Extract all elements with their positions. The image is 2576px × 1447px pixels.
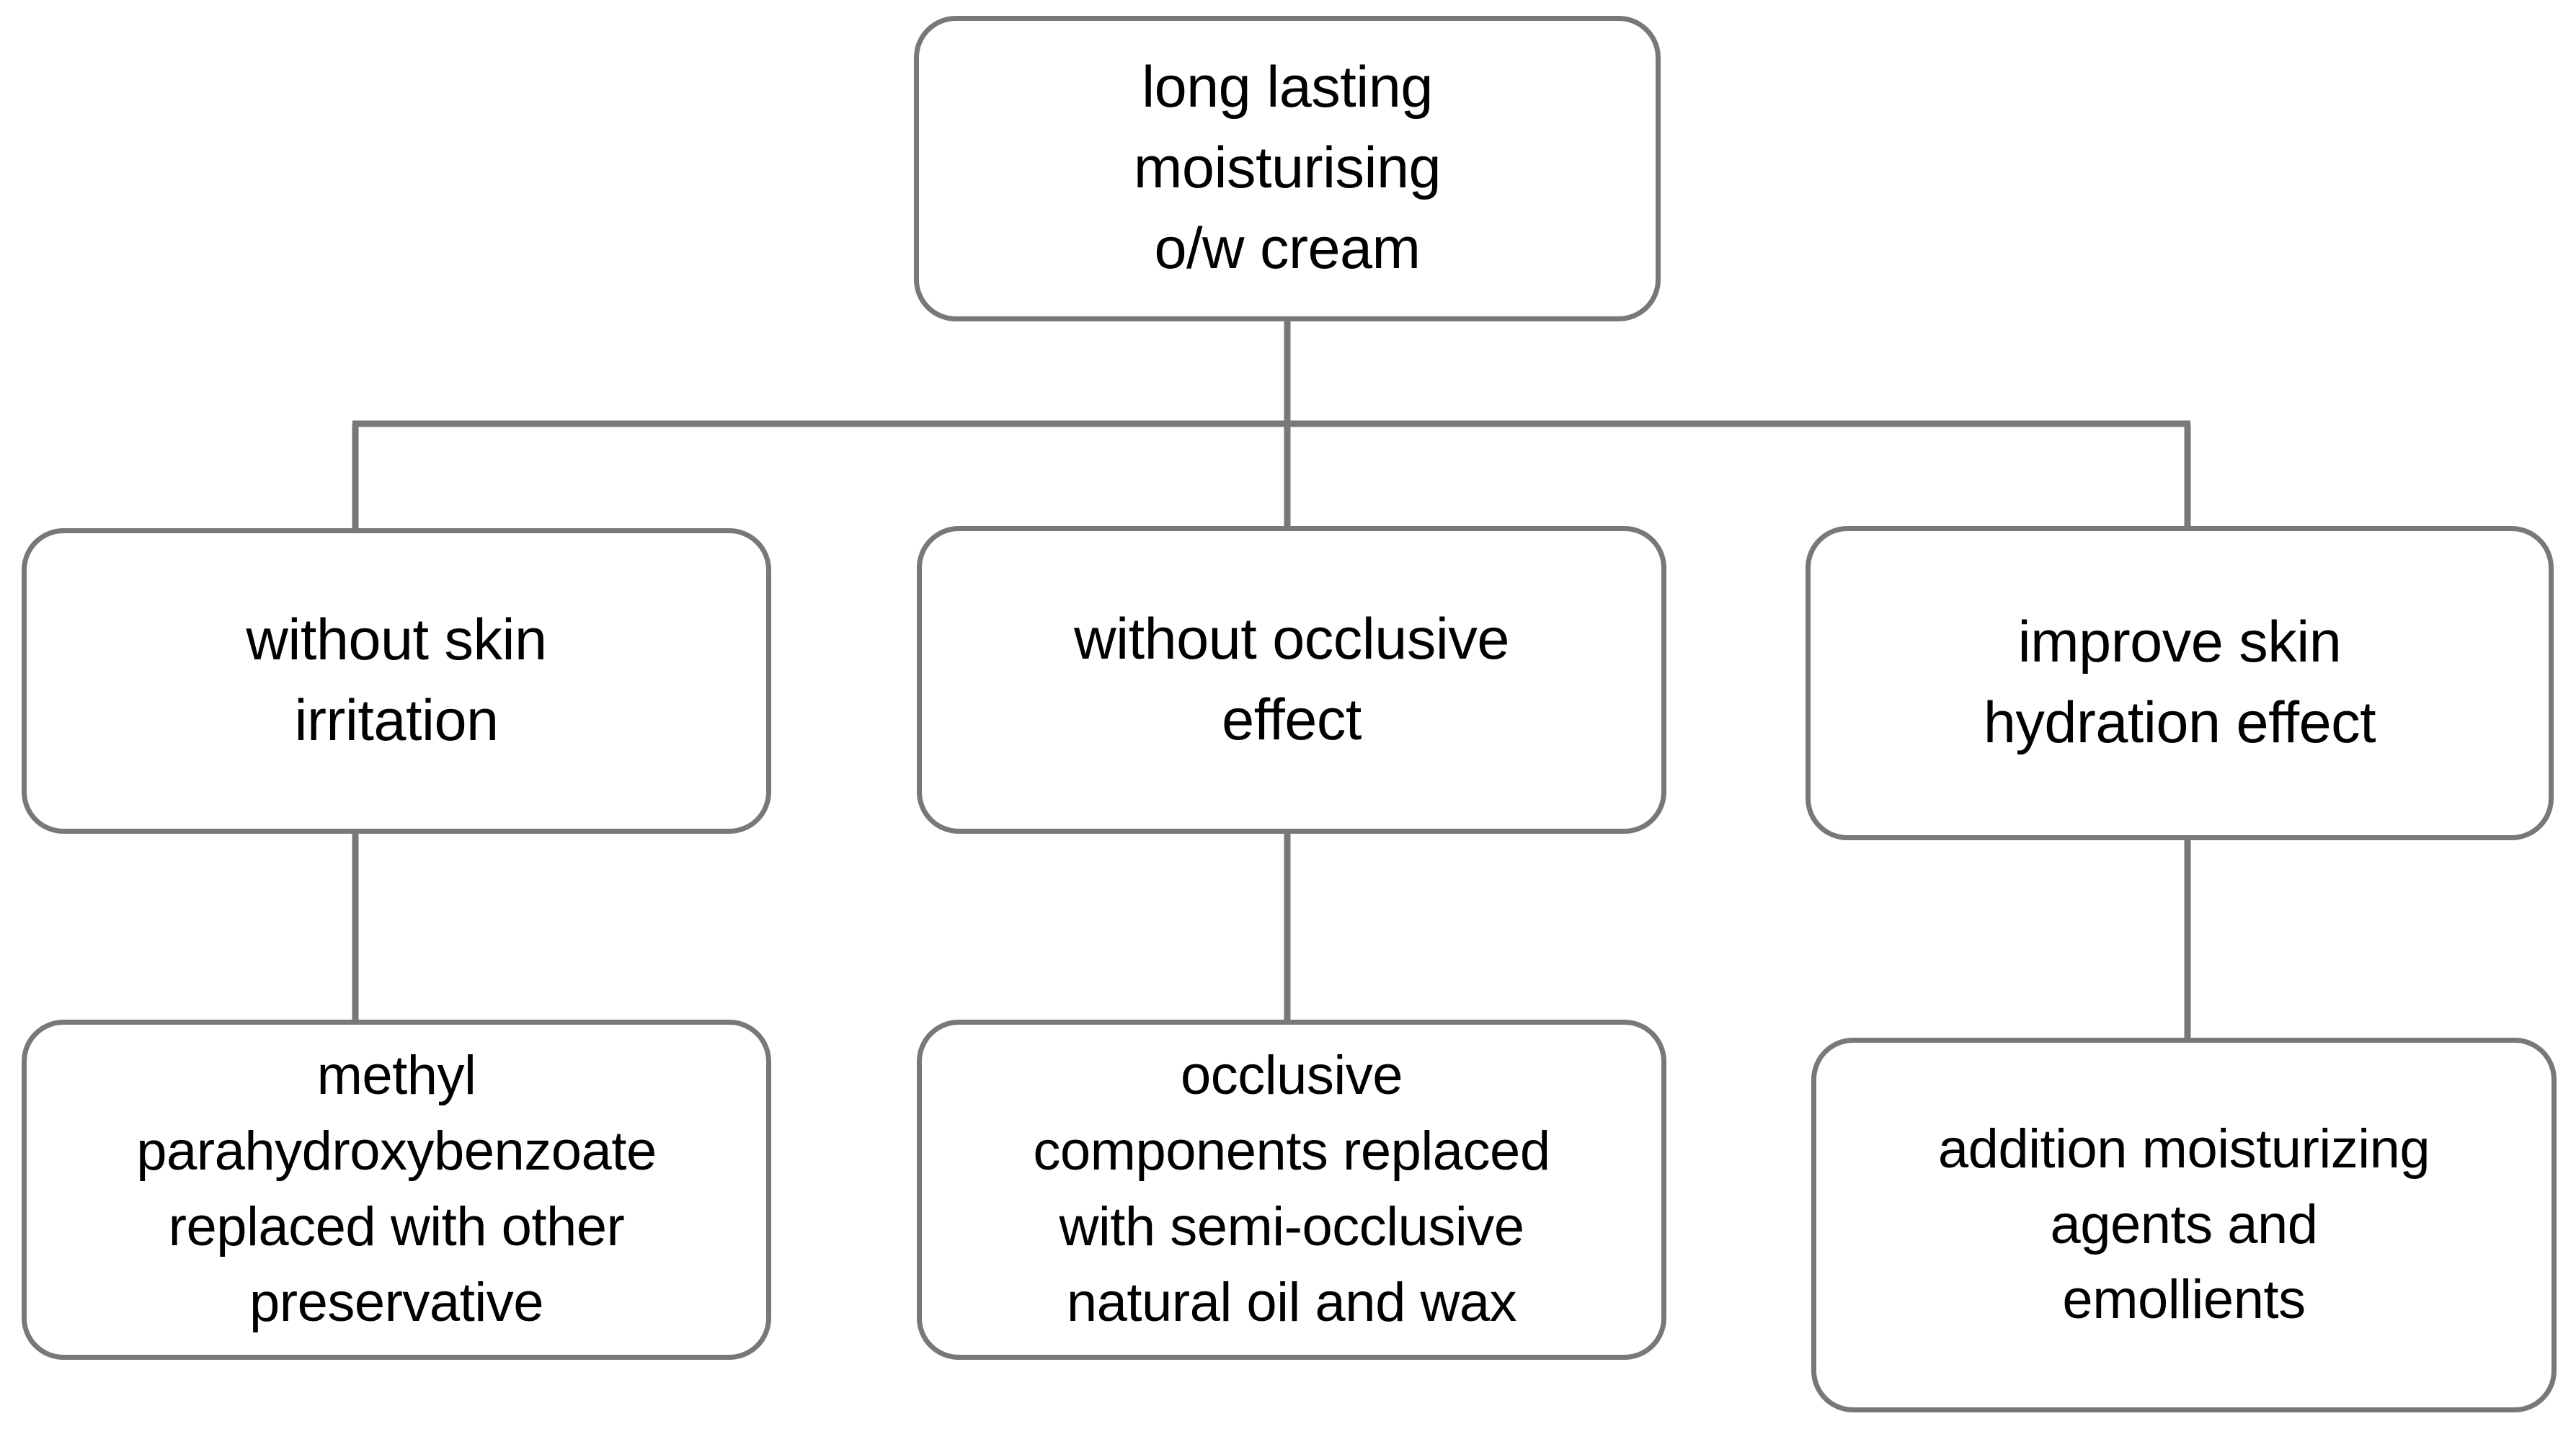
node-goal-without-skin-irritation-label: without skin irritation	[246, 607, 547, 753]
node-solution-preservative-label: methyl parahydroxybenzoate replaced with…	[136, 1045, 657, 1333]
node-goal-without-occlusive-effect[interactable]: without occlusive effect	[917, 526, 1666, 834]
node-goal-improve-skin-hydration[interactable]: improve skin hydration effect	[1806, 526, 2554, 840]
node-solution-natural-oil-and-wax[interactable]: occlusive components replaced with semi-…	[917, 1020, 1666, 1360]
node-root-goal[interactable]: long lasting moisturising o/w cream	[914, 16, 1661, 321]
node-goal-without-skin-irritation[interactable]: without skin irritation	[22, 528, 771, 834]
node-solution-preservative[interactable]: methyl parahydroxybenzoate replaced with…	[22, 1020, 771, 1360]
node-root-goal-label: long lasting moisturising o/w cream	[1133, 55, 1442, 281]
node-goal-without-occlusive-effect-label: without occlusive effect	[1074, 606, 1509, 752]
node-goal-improve-skin-hydration-label: improve skin hydration effect	[1983, 610, 2376, 755]
node-solution-moisturizing-agents-label: addition moisturizing agents and emollie…	[1937, 1118, 2430, 1331]
node-solution-natural-oil-and-wax-label: occlusive components replaced with semi-…	[1033, 1045, 1550, 1333]
node-solution-moisturizing-agents[interactable]: addition moisturizing agents and emollie…	[1811, 1038, 2557, 1412]
